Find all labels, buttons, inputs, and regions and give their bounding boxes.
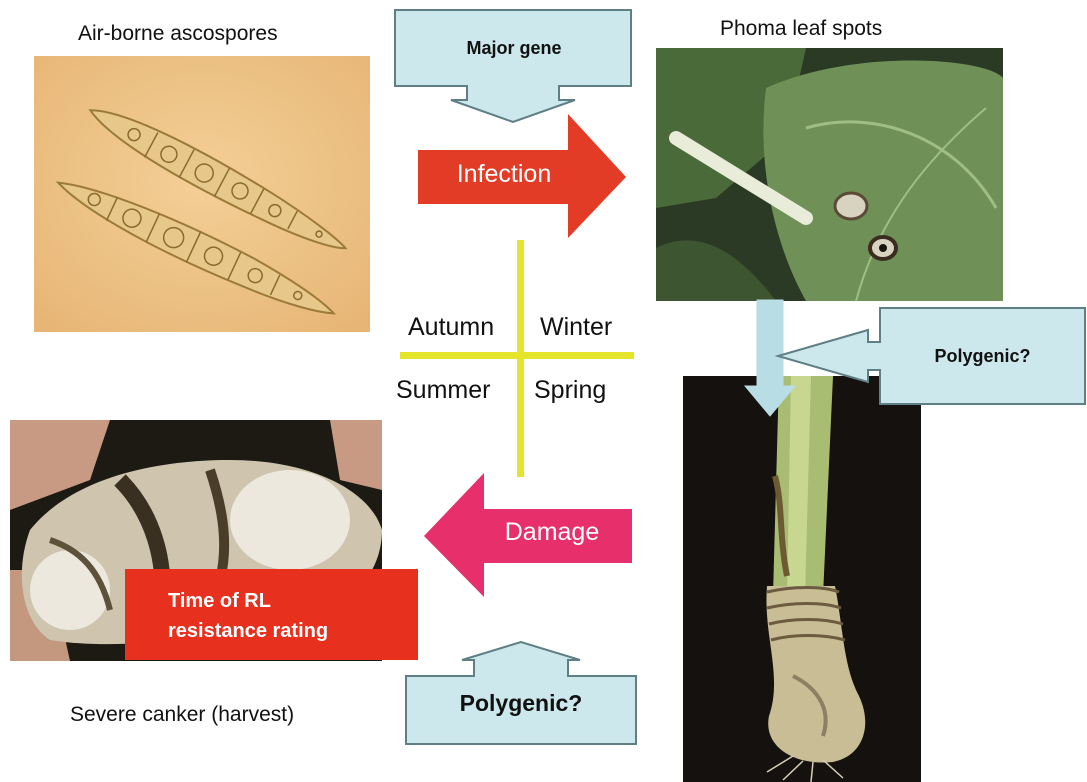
infection-label: Infection <box>418 160 590 189</box>
polygenic-right-label: Polygenic? <box>880 346 1085 367</box>
leaf-spots-photo <box>656 48 1003 301</box>
season-cross <box>400 240 634 478</box>
severe-canker-label: Severe canker (harvest) <box>70 703 294 727</box>
rating-line1: Time of RL <box>168 590 271 613</box>
leaf-spots-label: Phoma leaf spots <box>720 17 882 41</box>
rating-box <box>125 569 418 660</box>
season-winter: Winter <box>540 313 612 342</box>
ascospores-photo <box>34 56 370 332</box>
damage-label: Damage <box>472 518 632 547</box>
rating-line2: resistance rating <box>168 620 328 643</box>
season-autumn: Autumn <box>408 313 494 342</box>
polygenic-bottom-label: Polygenic? <box>406 690 636 717</box>
season-spring: Spring <box>534 376 606 405</box>
stem-canker-photo <box>683 376 921 782</box>
major-gene-label: Major gene <box>395 38 633 59</box>
ascospores-label: Air-borne ascospores <box>78 22 278 46</box>
major-gene-callout <box>393 8 635 126</box>
season-summer: Summer <box>396 376 490 405</box>
